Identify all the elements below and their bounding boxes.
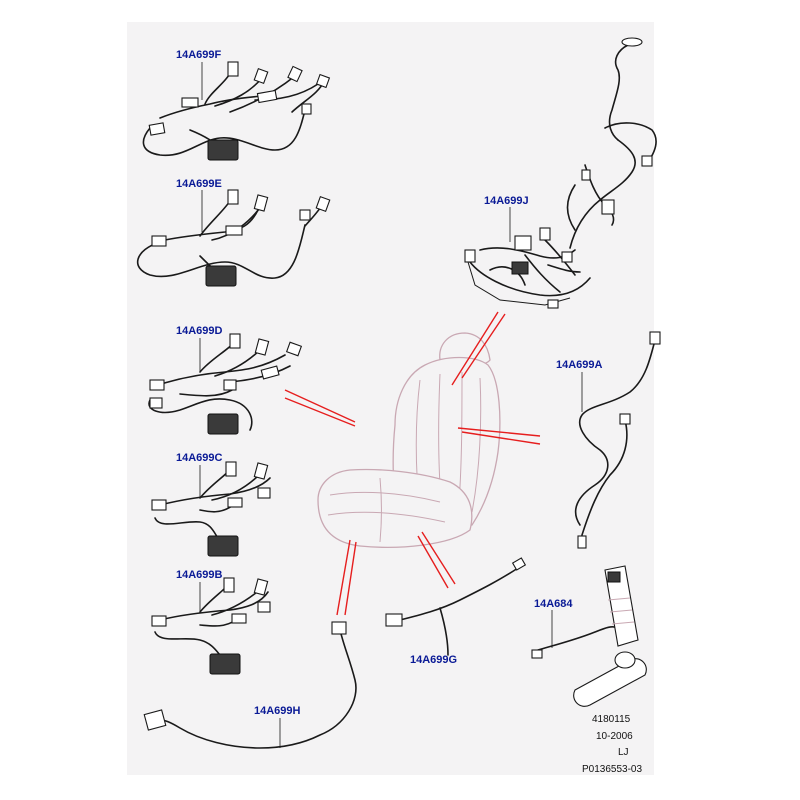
reference-info: 4180115 10-2006 LJ P0136553-03	[582, 714, 642, 775]
part-label-14a684[interactable]: 14A684	[534, 598, 573, 610]
harness-14a699a	[574, 331, 661, 549]
red-leader-lines	[284, 311, 541, 616]
harness-14a699f	[142, 61, 331, 161]
harness-14a699c	[151, 461, 271, 557]
seat-illustration	[317, 332, 501, 548]
part-label-14a699d[interactable]: 14A699D	[176, 325, 223, 337]
harness-14a699d	[148, 333, 303, 435]
ref-code: LJ	[618, 747, 629, 758]
part-label-14a699f[interactable]: 14A699F	[176, 49, 222, 61]
ref-date: 10-2006	[596, 731, 633, 742]
harness-14a699b	[151, 577, 271, 675]
harness-14a699g	[385, 557, 527, 656]
part-label-14a699g[interactable]: 14A699G	[410, 654, 457, 666]
illustration-number: P0136553-03	[582, 764, 642, 775]
part-label-14a699a[interactable]: 14A699A	[556, 359, 603, 371]
harness-14a699h	[143, 621, 357, 749]
belt-buckle-14a684	[531, 565, 647, 707]
harness-14a699j	[464, 37, 657, 309]
part-label-14a699c[interactable]: 14A699C	[176, 452, 223, 464]
part-label-14a699h[interactable]: 14A699H	[254, 705, 301, 717]
part-label-14a699j[interactable]: 14A699J	[484, 195, 529, 207]
part-label-14a699e[interactable]: 14A699E	[176, 178, 222, 190]
harness-14a699e	[136, 189, 331, 287]
part-label-14a699b[interactable]: 14A699B	[176, 569, 223, 581]
ref-number: 4180115	[592, 714, 631, 725]
